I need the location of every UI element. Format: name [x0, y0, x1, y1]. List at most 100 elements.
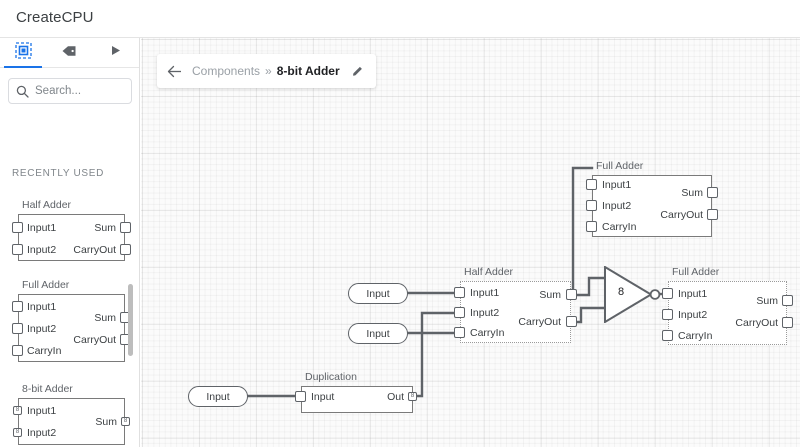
tab-components[interactable]	[0, 38, 46, 68]
pin-label-sum: Sum	[94, 312, 116, 324]
bus-merge-node[interactable]: 8	[596, 265, 662, 328]
breadcrumb-separator: »	[265, 64, 272, 78]
sidebar-scrollbar-thumb[interactable]	[128, 284, 133, 356]
input-pin-label: Input	[206, 390, 230, 403]
pin-label-input2: Input2	[470, 307, 500, 319]
pin-label-input1: Input1	[470, 287, 500, 299]
pin-carryout[interactable]	[566, 316, 577, 327]
wire-duplication-to-halfadder-input2	[411, 311, 462, 398]
pin-label-input2: Input2	[27, 323, 57, 335]
pin-width-label: 8	[15, 407, 20, 413]
pencil-icon[interactable]	[351, 65, 364, 78]
canvas-input-pin-1[interactable]: Input	[348, 283, 408, 304]
pin-label-sum: Sum	[95, 416, 117, 428]
pin-label-carryout: CarryOut	[73, 334, 116, 346]
palette-item-title: Half Adder	[22, 199, 72, 211]
breadcrumb: Components » 8-bit Adder	[157, 54, 376, 88]
pin-label-carryin: CarryIn	[678, 330, 713, 342]
pin-label-carryin: CarryIn	[27, 345, 62, 357]
search-input[interactable]	[35, 85, 120, 97]
pin-label-input1: Input1	[678, 288, 708, 300]
chip-body	[592, 175, 712, 237]
pin-input[interactable]	[295, 391, 306, 402]
chip-title: Half Adder	[464, 266, 514, 278]
pin-width-label: 8	[123, 418, 128, 424]
pin-input2[interactable]	[12, 244, 23, 255]
pin-label-input: Input	[311, 391, 335, 403]
pin-label-carryout: CarryOut	[518, 316, 561, 328]
chip-icon	[14, 42, 32, 64]
pin-input2[interactable]	[454, 307, 465, 318]
pin-input1[interactable]	[12, 222, 23, 233]
wire-branch-to-top-fulladder-input2	[571, 166, 594, 298]
canvas-input-pin-2[interactable]: Input	[348, 323, 408, 344]
chip-title: Duplication	[305, 371, 357, 383]
chip-title: Full Adder	[596, 160, 644, 172]
pin-carryout[interactable]	[782, 317, 793, 328]
pin-width-label: 8	[410, 393, 415, 399]
input-pin-label: Input	[366, 287, 390, 300]
pin-carryout[interactable]	[120, 244, 131, 255]
input-pin-label: Input	[366, 327, 390, 340]
pin-sum[interactable]	[707, 187, 718, 198]
pin-input1[interactable]	[586, 179, 597, 190]
sidebar-scrollbar[interactable]	[128, 160, 136, 447]
canvas-input-pin-3[interactable]: Input	[188, 386, 248, 407]
pin-sum[interactable]: 8	[121, 417, 130, 426]
pin-label-carryin: CarryIn	[470, 327, 505, 339]
pin-label-carryin: CarryIn	[602, 221, 637, 233]
chip-body	[460, 281, 571, 343]
pin-label-carryout: CarryOut	[73, 244, 116, 256]
chip-body	[18, 294, 125, 362]
pin-label-out: Out	[387, 391, 404, 403]
pin-input1[interactable]: 8	[13, 406, 22, 415]
breadcrumb-root[interactable]: Components	[192, 64, 261, 78]
search-icon	[16, 85, 29, 98]
pin-label-input2: Input2	[27, 427, 57, 439]
pin-input2[interactable]	[662, 309, 673, 320]
pin-label-carryout: CarryOut	[660, 209, 703, 221]
pin-sum[interactable]	[120, 222, 131, 233]
sidebar: RECENTLY USED Half Adder Input1 Input2 S…	[0, 38, 140, 447]
pin-label-input1: Input1	[27, 222, 57, 234]
pin-carryout[interactable]	[707, 209, 718, 220]
pin-label-input2: Input2	[27, 244, 57, 256]
sidebar-tabs	[0, 38, 139, 68]
pin-sum[interactable]	[782, 295, 793, 306]
pin-label-sum: Sum	[94, 222, 116, 234]
chip-body	[18, 214, 125, 261]
pin-input2[interactable]	[586, 200, 597, 211]
pin-carryin[interactable]	[586, 221, 597, 232]
pin-sum[interactable]	[566, 289, 577, 300]
pin-label-input2: Input2	[678, 309, 708, 321]
pin-input2[interactable]: 8	[13, 428, 22, 437]
pin-input2[interactable]	[12, 323, 23, 334]
title-bar: CreateCPU	[0, 0, 800, 38]
wire-halfadder-sum-to-merge	[569, 276, 606, 297]
tab-run[interactable]	[92, 38, 138, 68]
tab-labels[interactable]	[46, 38, 92, 68]
bus-width-label: 8	[618, 286, 625, 298]
pin-input1[interactable]	[454, 287, 465, 298]
breadcrumb-current: 8-bit Adder	[276, 64, 340, 78]
pin-label-input1: Input1	[602, 179, 632, 191]
pin-label-input1: Input1	[27, 301, 57, 313]
pin-out[interactable]: 8	[408, 392, 417, 401]
tag-icon	[61, 43, 77, 64]
back-arrow-icon[interactable]	[167, 65, 182, 78]
pin-label-sum: Sum	[756, 295, 778, 307]
section-label-recently-used: RECENTLY USED	[12, 168, 105, 179]
chip-body	[301, 386, 413, 413]
pin-carryin[interactable]	[454, 327, 465, 338]
pin-input1[interactable]	[662, 288, 673, 299]
palette-item-title: 8-bit Adder	[22, 383, 73, 395]
search-box[interactable]	[8, 78, 132, 104]
pin-label-sum: Sum	[539, 289, 561, 301]
schematic-canvas[interactable]: Components » 8-bit Adder	[141, 38, 800, 447]
pin-label-input1: Input1	[27, 405, 57, 417]
pin-carryin[interactable]	[12, 345, 23, 356]
pin-input1[interactable]	[12, 301, 23, 312]
chip-title: Full Adder	[672, 266, 720, 278]
pin-carryin[interactable]	[662, 330, 673, 341]
